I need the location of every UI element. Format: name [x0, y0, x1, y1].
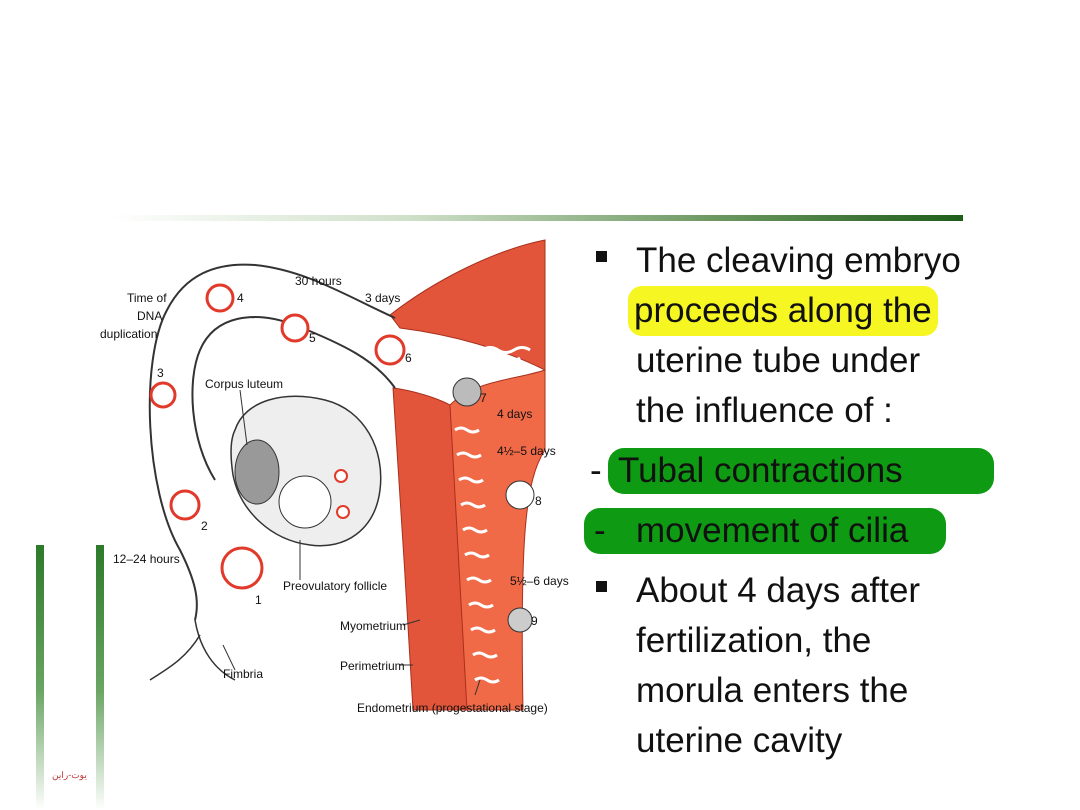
stage-num-8: 8	[535, 494, 542, 508]
stage-num-2: 2	[201, 519, 208, 533]
label-endometrium: Endometrium (progestational stage)	[357, 701, 548, 715]
stage-8-blastocyst	[505, 480, 535, 510]
stage-3-ring	[149, 381, 177, 409]
corpus-luteum	[234, 439, 280, 505]
label-4-days: 4 days	[497, 407, 532, 421]
bullet-2-line-4: uterine cavity	[636, 721, 843, 760]
square-bullet-icon	[596, 581, 607, 592]
stage-4-ring	[205, 283, 235, 313]
stage-9-implanting	[507, 607, 533, 633]
stage-2-ring	[169, 489, 201, 521]
bullet-1-line-4: the influence of :	[636, 391, 893, 430]
square-bullet-icon	[596, 251, 607, 262]
movement-of-cilia-text: movement of cili	[636, 511, 889, 550]
label-5-6-days: 5½–6 days	[510, 574, 569, 588]
fimbria	[149, 619, 236, 681]
bullet-1-line-3: uterine tube under	[636, 341, 921, 380]
bullet-2-line-3: morula enters the	[636, 671, 909, 710]
diagram-svg: Time of DNA duplication 30 hours 3 days …	[100, 239, 569, 715]
label-30-hours: 30 hours	[295, 274, 342, 288]
stage-1-ring	[220, 546, 264, 590]
stage-num-5: 5	[309, 331, 316, 345]
endometrium	[449, 369, 546, 711]
label-preovulatory: Preovulatory follicle	[283, 579, 387, 593]
embryo-migration-diagram: Time of DNA duplication 30 hours 3 days …	[95, 239, 569, 720]
label-fimbria: Fimbria	[223, 667, 263, 681]
tubal-contractions-text: Tubal contractions	[618, 451, 903, 490]
yellow-highlight-text: proceeds along the	[628, 286, 938, 336]
stage-rings	[149, 283, 406, 590]
top-decorative-rule	[110, 215, 963, 221]
label-dna-1: Time of	[127, 291, 167, 305]
stage-5-ring	[280, 313, 310, 343]
label-4-5-days: 4½–5 days	[497, 444, 556, 458]
preovulatory-follicle	[278, 475, 332, 529]
green-highlight-2	[584, 508, 946, 554]
green-highlight-1	[608, 448, 994, 494]
label-perimetrium: Perimetrium	[340, 659, 405, 673]
bullet-1-line-1: The cleaving embryo	[590, 236, 1060, 286]
bullet-1-line-2: proceeds along the	[590, 286, 1060, 336]
label-myometrium: Myometrium	[340, 619, 406, 633]
dash-item-1: - Tubal contractions	[590, 446, 1060, 496]
uterus-upper-wall	[389, 239, 546, 371]
dash-item-2: - movement of cilia	[584, 506, 1060, 556]
stage-6-ring	[374, 334, 406, 366]
stage-num-3: 3	[157, 366, 164, 380]
stage-num-7: 7	[480, 391, 487, 405]
label-12-24-hours: 12–24 hours	[113, 552, 180, 566]
stage-num-1: 1	[255, 593, 262, 607]
bullet-2-line-2: fertilization, the	[636, 621, 872, 660]
label-dna-2: DNA	[137, 309, 162, 323]
label-corpus-luteum: Corpus luteum	[205, 377, 283, 391]
label-3-days: 3 days	[365, 291, 400, 305]
left-decorative-bar	[36, 545, 44, 810]
uterine-tube-outer	[148, 263, 396, 621]
left-decorative-bar-2	[96, 545, 104, 810]
endometrial-glands	[439, 346, 531, 684]
stage-num-9: 9	[531, 614, 538, 628]
stage-num-6: 6	[405, 351, 412, 365]
stage-num-4: 4	[237, 291, 244, 305]
footer-text: یوت-راین	[52, 770, 87, 780]
bullet-2-line-1: About 4 days after	[590, 566, 1060, 616]
uterine-tube-inner	[191, 316, 396, 481]
slide-text: The cleaving embryo proceeds along the u…	[584, 236, 1060, 766]
stage-7-morula	[452, 377, 482, 407]
label-dna-3: duplication	[100, 327, 157, 341]
